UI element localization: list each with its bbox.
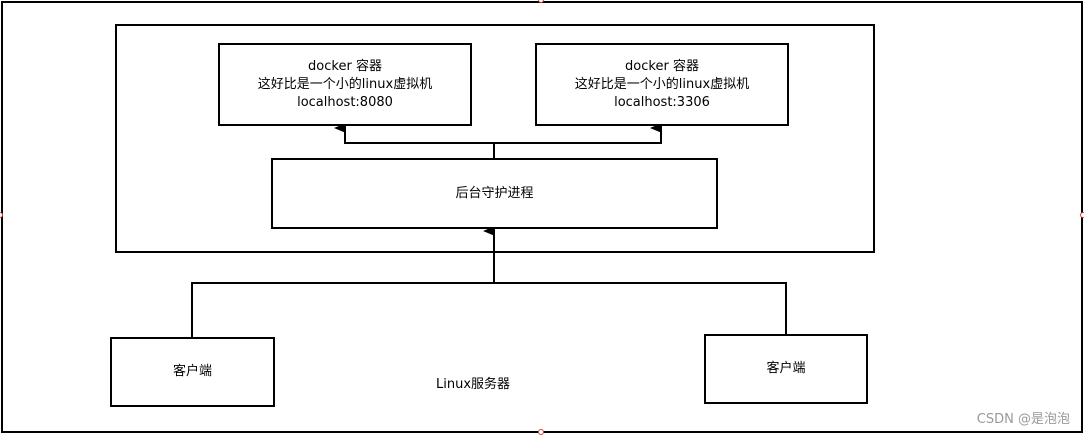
daemon-label: 后台守护进程 xyxy=(455,185,534,201)
docker-container-8080: docker 容器 这好比是一个小的linux虚拟机 localhost:808… xyxy=(218,43,472,126)
client-label: 客户端 xyxy=(172,364,212,379)
container-description: 这好比是一个小的linux虚拟机 xyxy=(574,76,750,92)
docker-container-3306: docker 容器 这好比是一个小的linux虚拟机 localhost:330… xyxy=(535,43,789,126)
client-box-left: 客户端 xyxy=(110,337,275,407)
clients-to-daemon-line xyxy=(191,226,495,337)
client-2-to-daemon-line xyxy=(494,282,787,334)
daemon-to-container-2-line xyxy=(494,123,662,144)
resize-handle-bottom[interactable] xyxy=(538,429,544,435)
watermark: CSDN @是泡泡 xyxy=(976,412,1070,427)
resize-handle-right[interactable] xyxy=(1080,212,1084,218)
container-description: 这好比是一个小的linux虚拟机 xyxy=(257,76,433,92)
client-box-right: 客户端 xyxy=(704,334,868,404)
container-address: localhost:3306 xyxy=(614,94,710,110)
server-label: Linux服务器 xyxy=(436,377,511,392)
container-title: docker 容器 xyxy=(625,58,699,74)
client-label: 客户端 xyxy=(766,361,806,376)
resize-handle-left[interactable] xyxy=(0,212,3,218)
daemon-to-containers-line xyxy=(334,123,495,158)
container-title: docker 容器 xyxy=(308,58,382,74)
resize-handle-top[interactable] xyxy=(538,0,544,3)
container-address: localhost:8080 xyxy=(297,94,393,110)
daemon-process-box: 后台守护进程 xyxy=(271,158,718,229)
